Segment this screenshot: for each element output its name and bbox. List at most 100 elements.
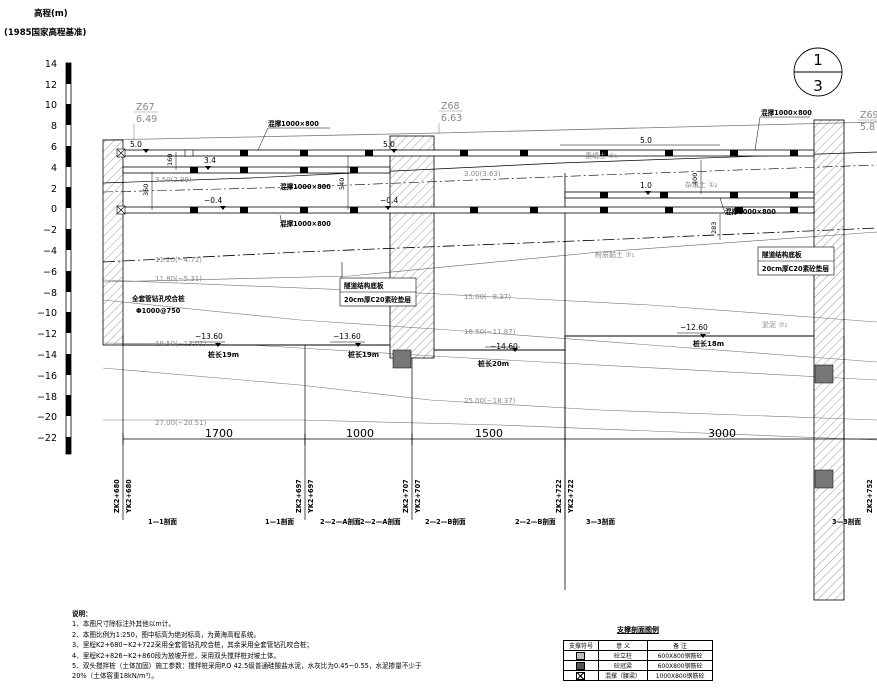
borehole-z67: Z67 6.49 (133, 102, 158, 140)
svg-text:5.8: 5.8 (860, 122, 875, 133)
svg-text:160: 160 (166, 154, 174, 166)
section-marker-number: 1 (813, 51, 823, 69)
svg-text:18.50(−11.87): 18.50(−11.87) (464, 328, 516, 336)
svg-text:ZK2+722: ZK2+722 (555, 479, 563, 513)
legend-meaning: 砼立柱 (597, 650, 649, 661)
svg-text:桩长19m: 桩长19m (208, 350, 239, 359)
borehole-z68: Z68 6.63 (438, 101, 463, 134)
strut-level-1 (564, 191, 815, 199)
tick-label: 14 (45, 59, 57, 70)
svg-text:5.0: 5.0 (640, 136, 652, 145)
legend-meaning: 砼冠梁 (597, 660, 649, 671)
svg-text:5.0: 5.0 (130, 140, 142, 149)
strut-label: 混撑1000×800 (761, 108, 812, 117)
dimension-notes: 160 360 540 400 283 (142, 152, 721, 240)
tick-label: −8 (43, 288, 57, 299)
svg-text:20cm厚C20素砼垫层: 20cm厚C20素砼垫层 (344, 295, 411, 304)
stratum-labels: 3.50(2.99) 3.00(3.63) 11.20(−4.71) 11.80… (155, 151, 788, 427)
legend-meaning: 混撑（腰梁） (597, 670, 649, 681)
excavation-outline (122, 335, 814, 351)
pile-title: 全套管钻孔咬合桩 (131, 294, 185, 303)
svg-text:15.00(−8.37): 15.00(−8.37) (464, 293, 511, 301)
strut-level-neg04 (122, 206, 815, 214)
svg-text:20cm厚C20素砼垫层: 20cm厚C20素砼垫层 (762, 264, 829, 273)
section-marker-sheet: 3 (813, 77, 823, 95)
span-label: 1700 (205, 427, 233, 440)
svg-text:6.49: 6.49 (136, 114, 157, 125)
crown-beam-symbol-icon (576, 661, 586, 670)
strut-level-3 (122, 166, 391, 174)
legend-remark: 600X800钢筋砼 (647, 650, 713, 661)
pile-length-labels: 桩长19m 桩长19m 桩长20m 桩长18m (208, 339, 724, 368)
svg-text:2—2—B剖面: 2—2—B剖面 (425, 517, 466, 526)
borehole-z69: Z69 5.8 (858, 110, 877, 133)
span-label: 3000 (708, 427, 736, 440)
svg-text:粉质黏土 ⑦₁: 粉质黏土 ⑦₁ (595, 250, 635, 259)
svg-text:11.20(−4.71): 11.20(−4.71) (155, 256, 202, 264)
svg-text:3.50(2.99): 3.50(2.99) (155, 176, 192, 184)
svg-text:−13.60: −13.60 (333, 332, 361, 341)
strut-symbol-icon (576, 671, 586, 680)
tick-label: −16 (37, 371, 57, 382)
legend-table: 支撑符号 意 义 备 注 砼立柱 600X800钢筋砼 砼冠梁 600X800钢… (563, 640, 713, 681)
strata-lines (102, 121, 877, 441)
span-dimension-line: 1700 1000 1500 3000 (122, 427, 877, 445)
svg-text:1—1剖面: 1—1剖面 (265, 517, 294, 526)
svg-text:隧道结构底板: 隧道结构底板 (762, 250, 802, 259)
svg-text:Z69: Z69 (860, 110, 877, 121)
legend-row: 砼立柱 600X800钢筋砼 (563, 650, 713, 661)
svg-text:ZK2+680: ZK2+680 (113, 479, 121, 513)
tunnel-base-notes: 隧道结构底板 20cm厚C20素砼垫层 隧道结构底板 20cm厚C20素砼垫层 … (131, 246, 835, 315)
level-marks: 5.0 5.0 5.0 3.4 1.0 −0.4 −0.4 −13.60 −13… (130, 136, 720, 352)
tick-label: −18 (37, 392, 57, 403)
svg-text:19.50(−13.01): 19.50(−13.01) (155, 340, 207, 348)
svg-text:−0.4: −0.4 (204, 196, 222, 205)
tick-label: −22 (37, 433, 57, 444)
span-label: 1000 (346, 427, 374, 440)
strut-label: 混撑1000×800 (280, 182, 331, 191)
svg-text:2—2—B剖面: 2—2—B剖面 (515, 517, 556, 526)
svg-text:素填土 ①₁: 素填土 ①₁ (585, 151, 618, 160)
section-cut-labels: 1—1剖面 1—1剖面 2—2—A剖面 2—2—A剖面 2—2—B剖面 2—2—… (148, 517, 861, 526)
section-marker: 1 3 (793, 47, 843, 97)
axis-datum: (1985国家高程基准) (4, 27, 87, 38)
column-symbol-icon (576, 651, 586, 660)
svg-text:3.4: 3.4 (204, 156, 216, 165)
legend-header: 意 义 (597, 640, 649, 651)
svg-text:YK2+707: YK2+707 (414, 479, 422, 514)
note-item: 2、本图比例为1:250，图中标高为绝对标高，为黄海高程系统。 (72, 630, 261, 639)
svg-text:−12.60: −12.60 (680, 323, 708, 332)
note-item: 5、双头搅拌桩（土体加固）施工参数：搅拌桩采用P.O 42.5级普通硅酸盐水泥，… (72, 662, 422, 671)
span-label: 1500 (475, 427, 503, 440)
elevation-scale-bar (65, 62, 72, 455)
svg-text:5.0: 5.0 (383, 140, 395, 149)
tick-label: 8 (51, 121, 57, 132)
legend-header-row: 支撑符号 意 义 备 注 (563, 640, 713, 651)
legend-header: 备 注 (647, 640, 713, 651)
tick-label: 10 (45, 100, 57, 111)
svg-text:2—2—A剖面: 2—2—A剖面 (360, 517, 401, 526)
tick-label: −12 (37, 329, 57, 340)
tick-label: 6 (51, 142, 57, 153)
svg-text:杂填土 ①₂: 杂填土 ①₂ (685, 180, 718, 189)
svg-text:桩长18m: 桩长18m (693, 339, 724, 348)
legend-remark: 600X800钢筋砼 (647, 660, 713, 671)
svg-text:ZK2+707: ZK2+707 (402, 479, 410, 513)
note-item: 1、本图尺寸除标注外其他以m计。 (72, 620, 175, 629)
svg-text:1—1剖面: 1—1剖面 (148, 517, 177, 526)
tick-label: −6 (43, 267, 57, 278)
svg-text:YK2+680: YK2+680 (125, 479, 133, 514)
strut-label: 混撑1000×800 (725, 207, 776, 216)
tick-label: −10 (37, 308, 57, 319)
tick-label: −4 (43, 246, 57, 257)
svg-text:283: 283 (710, 222, 718, 234)
strut-labels: 混撑1000×800 混撑1000×800 混撑1000×800 混撑1000×… (257, 108, 812, 229)
strut-legend: 支撑剖面图例 支撑符号 意 义 备 注 砼立柱 600X800钢筋砼 砼冠梁 6… (563, 625, 713, 681)
svg-text:−0.4: −0.4 (380, 196, 398, 205)
svg-text:桩长19m: 桩长19m (348, 350, 379, 359)
tick-label: 4 (51, 163, 57, 174)
pile-spec: Φ1000@750 (136, 307, 181, 315)
strut-crossings (116, 148, 126, 215)
notes-block: 说明： 1、本图尺寸除标注外其他以m计。 2、本图比例为1:250，图中标高为绝… (72, 609, 542, 682)
legend-row: 混撑（腰梁） 1000X800钢筋砼 (563, 670, 713, 681)
